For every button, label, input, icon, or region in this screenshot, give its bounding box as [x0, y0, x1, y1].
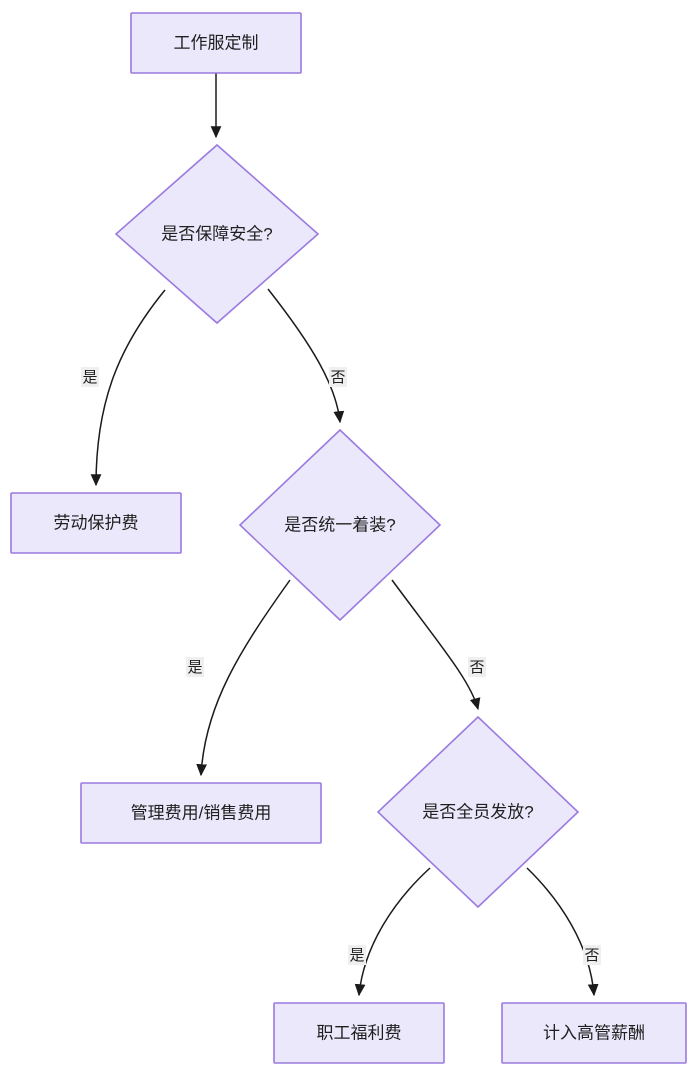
edge-path — [526, 867, 599, 997]
edge-label-q_safety-q_uniform: 否 — [329, 367, 347, 387]
edge-label-background — [81, 367, 99, 387]
node-label-q_allstaff: 是否全员发放? — [422, 802, 533, 821]
node-admin[interactable]: 管理费用/销售费用 — [80, 782, 322, 844]
edge-q_uniform-to-admin — [196, 579, 291, 777]
node-rect-admin[interactable] — [80, 782, 322, 844]
edge-path — [90, 289, 166, 487]
node-label-exec: 计入高管薪酬 — [543, 1023, 645, 1042]
node-label-admin: 管理费用/销售费用 — [131, 803, 272, 822]
edge-label-background — [583, 945, 601, 965]
edge-label-text: 否 — [469, 659, 484, 676]
node-diamond-q_safety[interactable] — [114, 143, 320, 325]
node-q_allstaff[interactable]: 是否全员发放? — [376, 715, 580, 909]
edge-label-text: 是 — [82, 369, 97, 386]
node-labor[interactable]: 劳动保护费 — [10, 492, 182, 554]
edge-q_allstaff-to-exec — [526, 867, 599, 997]
node-diamond-q_allstaff[interactable] — [376, 715, 580, 909]
node-diamond-q_uniform[interactable] — [238, 428, 442, 622]
node-label-q_uniform: 是否统一着装? — [284, 515, 395, 534]
edge-label-q_allstaff-welfare: 是 — [348, 945, 366, 965]
node-start[interactable]: 工作服定制 — [130, 12, 302, 74]
edge-q_safety-to-labor — [90, 289, 166, 487]
edge-label-text: 是 — [187, 659, 202, 676]
edge-path — [267, 288, 345, 424]
node-label-labor: 劳动保护费 — [54, 513, 139, 532]
node-rect-exec[interactable] — [501, 1002, 687, 1064]
edge-label-background — [348, 945, 366, 965]
edge-label-background — [186, 657, 204, 677]
edge-path — [391, 579, 481, 711]
edge-path — [196, 579, 291, 777]
node-label-welfare: 职工福利费 — [317, 1023, 402, 1042]
node-q_safety[interactable]: 是否保障安全? — [114, 143, 320, 325]
node-q_uniform[interactable]: 是否统一着装? — [238, 428, 442, 622]
edge-label-text: 是 — [349, 947, 364, 964]
edge-label-text: 否 — [330, 369, 345, 386]
edge-label-background — [468, 657, 486, 677]
edge-q_allstaff-to-welfare — [354, 867, 431, 997]
edge-label-text: 否 — [584, 947, 599, 964]
node-label-q_safety: 是否保障安全? — [161, 224, 272, 243]
edge-q_uniform-to-q_allstaff — [391, 579, 481, 711]
edge-label-q_safety-labor: 是 — [81, 367, 99, 387]
edge-path — [354, 867, 431, 997]
node-label-start: 工作服定制 — [174, 33, 259, 52]
edge-label-q_allstaff-exec: 否 — [583, 945, 601, 965]
node-exec[interactable]: 计入高管薪酬 — [501, 1002, 687, 1064]
edge-label-background — [329, 367, 347, 387]
node-rect-labor[interactable] — [10, 492, 182, 554]
node-rect-welfare[interactable] — [273, 1002, 445, 1064]
edge-label-q_uniform-admin: 是 — [186, 657, 204, 677]
node-rect-start[interactable] — [130, 12, 302, 74]
edge-labels-layer: 是否是否是否 — [81, 367, 601, 965]
edge-label-q_uniform-q_allstaff: 否 — [468, 657, 486, 677]
node-welfare[interactable]: 职工福利费 — [273, 1002, 445, 1064]
edge-q_safety-to-q_uniform — [267, 288, 345, 424]
edges-layer — [90, 73, 599, 997]
